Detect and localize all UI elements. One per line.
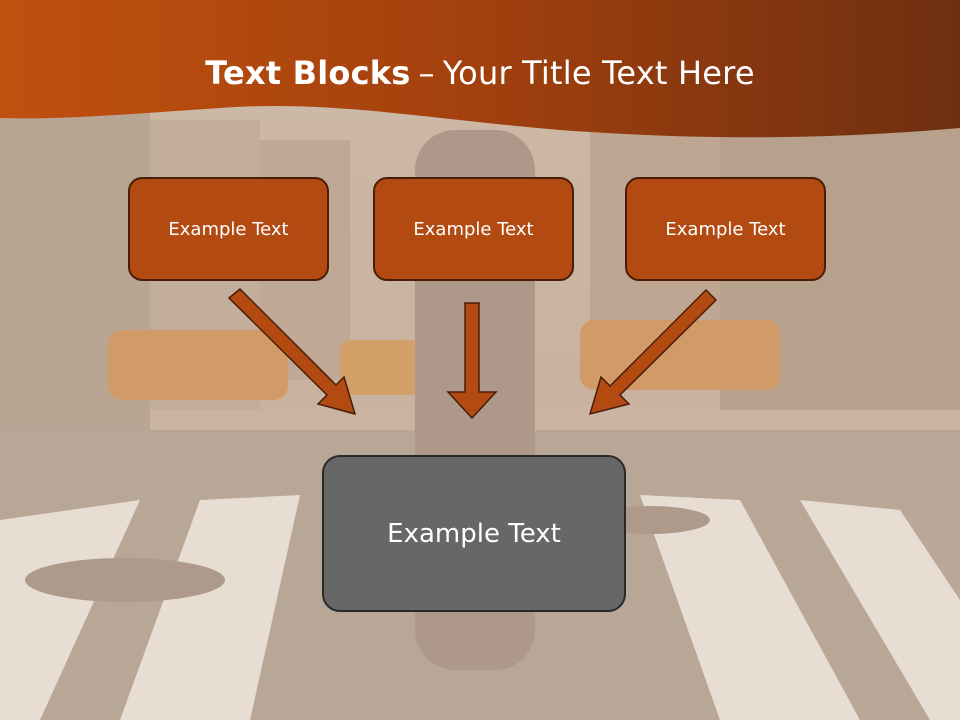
main-text-box[interactable]: Example Text	[322, 455, 626, 612]
arrow-right-diagonal	[588, 288, 718, 416]
title-banner	[0, 0, 960, 138]
main-text-box-label: Example Text	[387, 518, 561, 549]
text-box-1[interactable]: Example Text	[128, 177, 329, 281]
arrow-left-diagonal	[227, 287, 357, 416]
text-box-2-label: Example Text	[413, 218, 534, 240]
text-box-3-label: Example Text	[665, 218, 786, 240]
text-box-3[interactable]: Example Text	[625, 177, 826, 281]
arrow-center-down	[446, 302, 498, 420]
text-box-1-label: Example Text	[168, 218, 289, 240]
slide-title: Text Blocks–Your Title Text Here	[0, 54, 960, 92]
title-rest-part: Your Title Text Here	[442, 54, 755, 92]
title-separator: –	[418, 54, 435, 92]
text-box-2[interactable]: Example Text	[373, 177, 574, 281]
title-bold-part: Text Blocks	[205, 54, 411, 92]
